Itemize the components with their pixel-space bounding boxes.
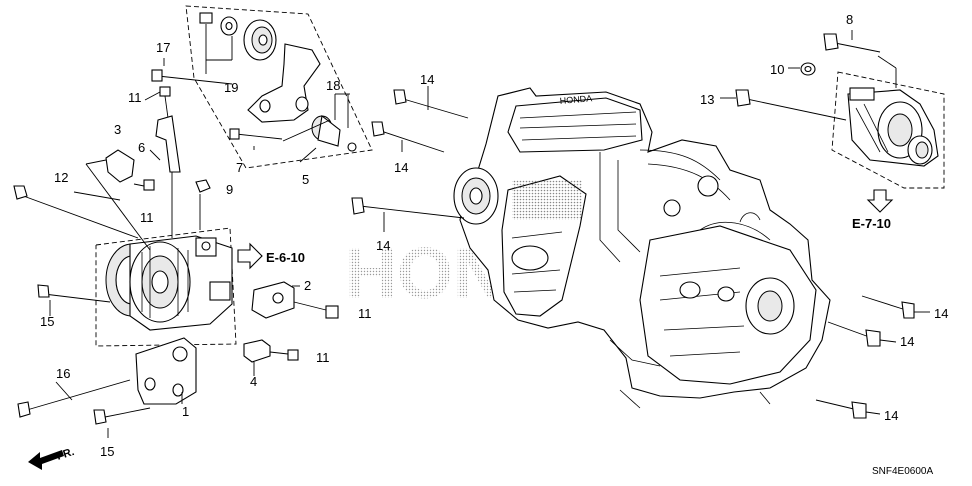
alternator-lower-brackets — [135, 281, 339, 405]
callout-4: 4 — [250, 374, 257, 389]
callout-17: 17 — [156, 40, 170, 55]
callout-12: 12 — [54, 170, 68, 185]
callout-11-b: 11 — [140, 210, 154, 225]
callout-8: 8 — [846, 12, 853, 27]
callout-6: 6 — [138, 140, 145, 155]
starter-bolt-8 — [829, 41, 881, 53]
callout-14-f: 14 — [884, 408, 898, 423]
bolt-14-e — [827, 321, 873, 339]
bolt-12 — [17, 193, 139, 239]
callout-18: 18 — [326, 78, 340, 93]
callout-1: 1 — [182, 404, 189, 419]
front-arrow — [28, 450, 64, 470]
bolt-15-lower — [99, 407, 151, 419]
bracket-4 — [243, 339, 271, 363]
valve-cover — [507, 97, 643, 153]
callout-7: 7 — [236, 160, 243, 175]
callout-numbers: 1 2 4 5 6 7 8 9 10 11 11 11 11 12 13 14 … — [40, 12, 948, 459]
bolt-15-upper — [43, 293, 111, 303]
valve-cover-brand: HONDA — [559, 93, 592, 106]
ref-arrow-e-6-10: E-6-10 — [237, 242, 305, 270]
callout-13: 13 — [700, 92, 714, 107]
bolt-14-a — [399, 97, 469, 119]
callout-14-d: 14 — [934, 306, 948, 321]
callout-15-a: 15 — [40, 314, 54, 329]
alternator-adjust-bracket — [155, 115, 181, 173]
callout-2: 2 — [304, 278, 311, 293]
bolt-14-d — [861, 295, 907, 311]
starter-bolt-13 — [741, 97, 847, 121]
starter-group-box — [831, 71, 945, 189]
tensioner-leaders — [163, 24, 350, 163]
ref-e-7-10: E-7-10 — [852, 216, 891, 231]
belt-tensioner-assembly — [199, 12, 357, 152]
callout-11-d: 11 — [316, 350, 330, 365]
bolt-17 — [157, 75, 233, 85]
ref-arrow-right — [237, 242, 263, 270]
ref-e-6-10: E-6-10 — [266, 250, 305, 265]
bolt-14-f — [815, 399, 859, 411]
callout-16: 16 — [56, 366, 70, 381]
bolt-14-c — [359, 205, 465, 219]
document-code: SNF4E0600A — [872, 466, 933, 477]
callout-11-c: 11 — [358, 306, 372, 321]
alternator-group-box — [95, 227, 237, 347]
alternator-leaders — [49, 91, 300, 438]
callout-10: 10 — [770, 62, 784, 77]
alternator-lower-bracket — [135, 337, 197, 405]
engine-mount-bolts — [351, 89, 915, 419]
starter-leaders — [720, 30, 897, 99]
alternator — [105, 235, 233, 331]
tensioner-group-box — [185, 5, 373, 169]
callout-9: 9 — [226, 182, 233, 197]
bolt-16 — [19, 379, 131, 413]
callout-3: 3 — [114, 122, 121, 137]
starter-motor — [735, 33, 939, 167]
callout-15-b: 15 — [100, 444, 114, 459]
ref-arrow-down — [866, 189, 894, 213]
long-bolts-left — [13, 69, 233, 425]
callout-11-a: 11 — [128, 90, 142, 105]
alternator-stay — [105, 149, 135, 183]
tensioner-bolt-7 — [235, 133, 283, 140]
callout-19: 19 — [224, 80, 238, 95]
alternator-upper-brackets — [105, 86, 211, 238]
engine-block: HONDA — [453, 87, 831, 409]
ref-arrow-e-7-10: E-7-10 — [852, 189, 894, 231]
front-marker: FR. — [28, 446, 76, 470]
callout-14-e: 14 — [900, 334, 914, 349]
callout-14-a: 14 — [420, 72, 434, 87]
transmission — [639, 225, 817, 385]
bolt-14-b — [377, 129, 445, 153]
callout-14-c: 14 — [376, 238, 390, 253]
front-label: FR. — [55, 446, 76, 463]
callout-14-b: 14 — [394, 160, 408, 175]
callout-5: 5 — [302, 172, 309, 187]
tensioner-bolt — [199, 12, 213, 24]
bolt-14-leaders — [383, 86, 930, 415]
nut-9 — [195, 179, 211, 193]
